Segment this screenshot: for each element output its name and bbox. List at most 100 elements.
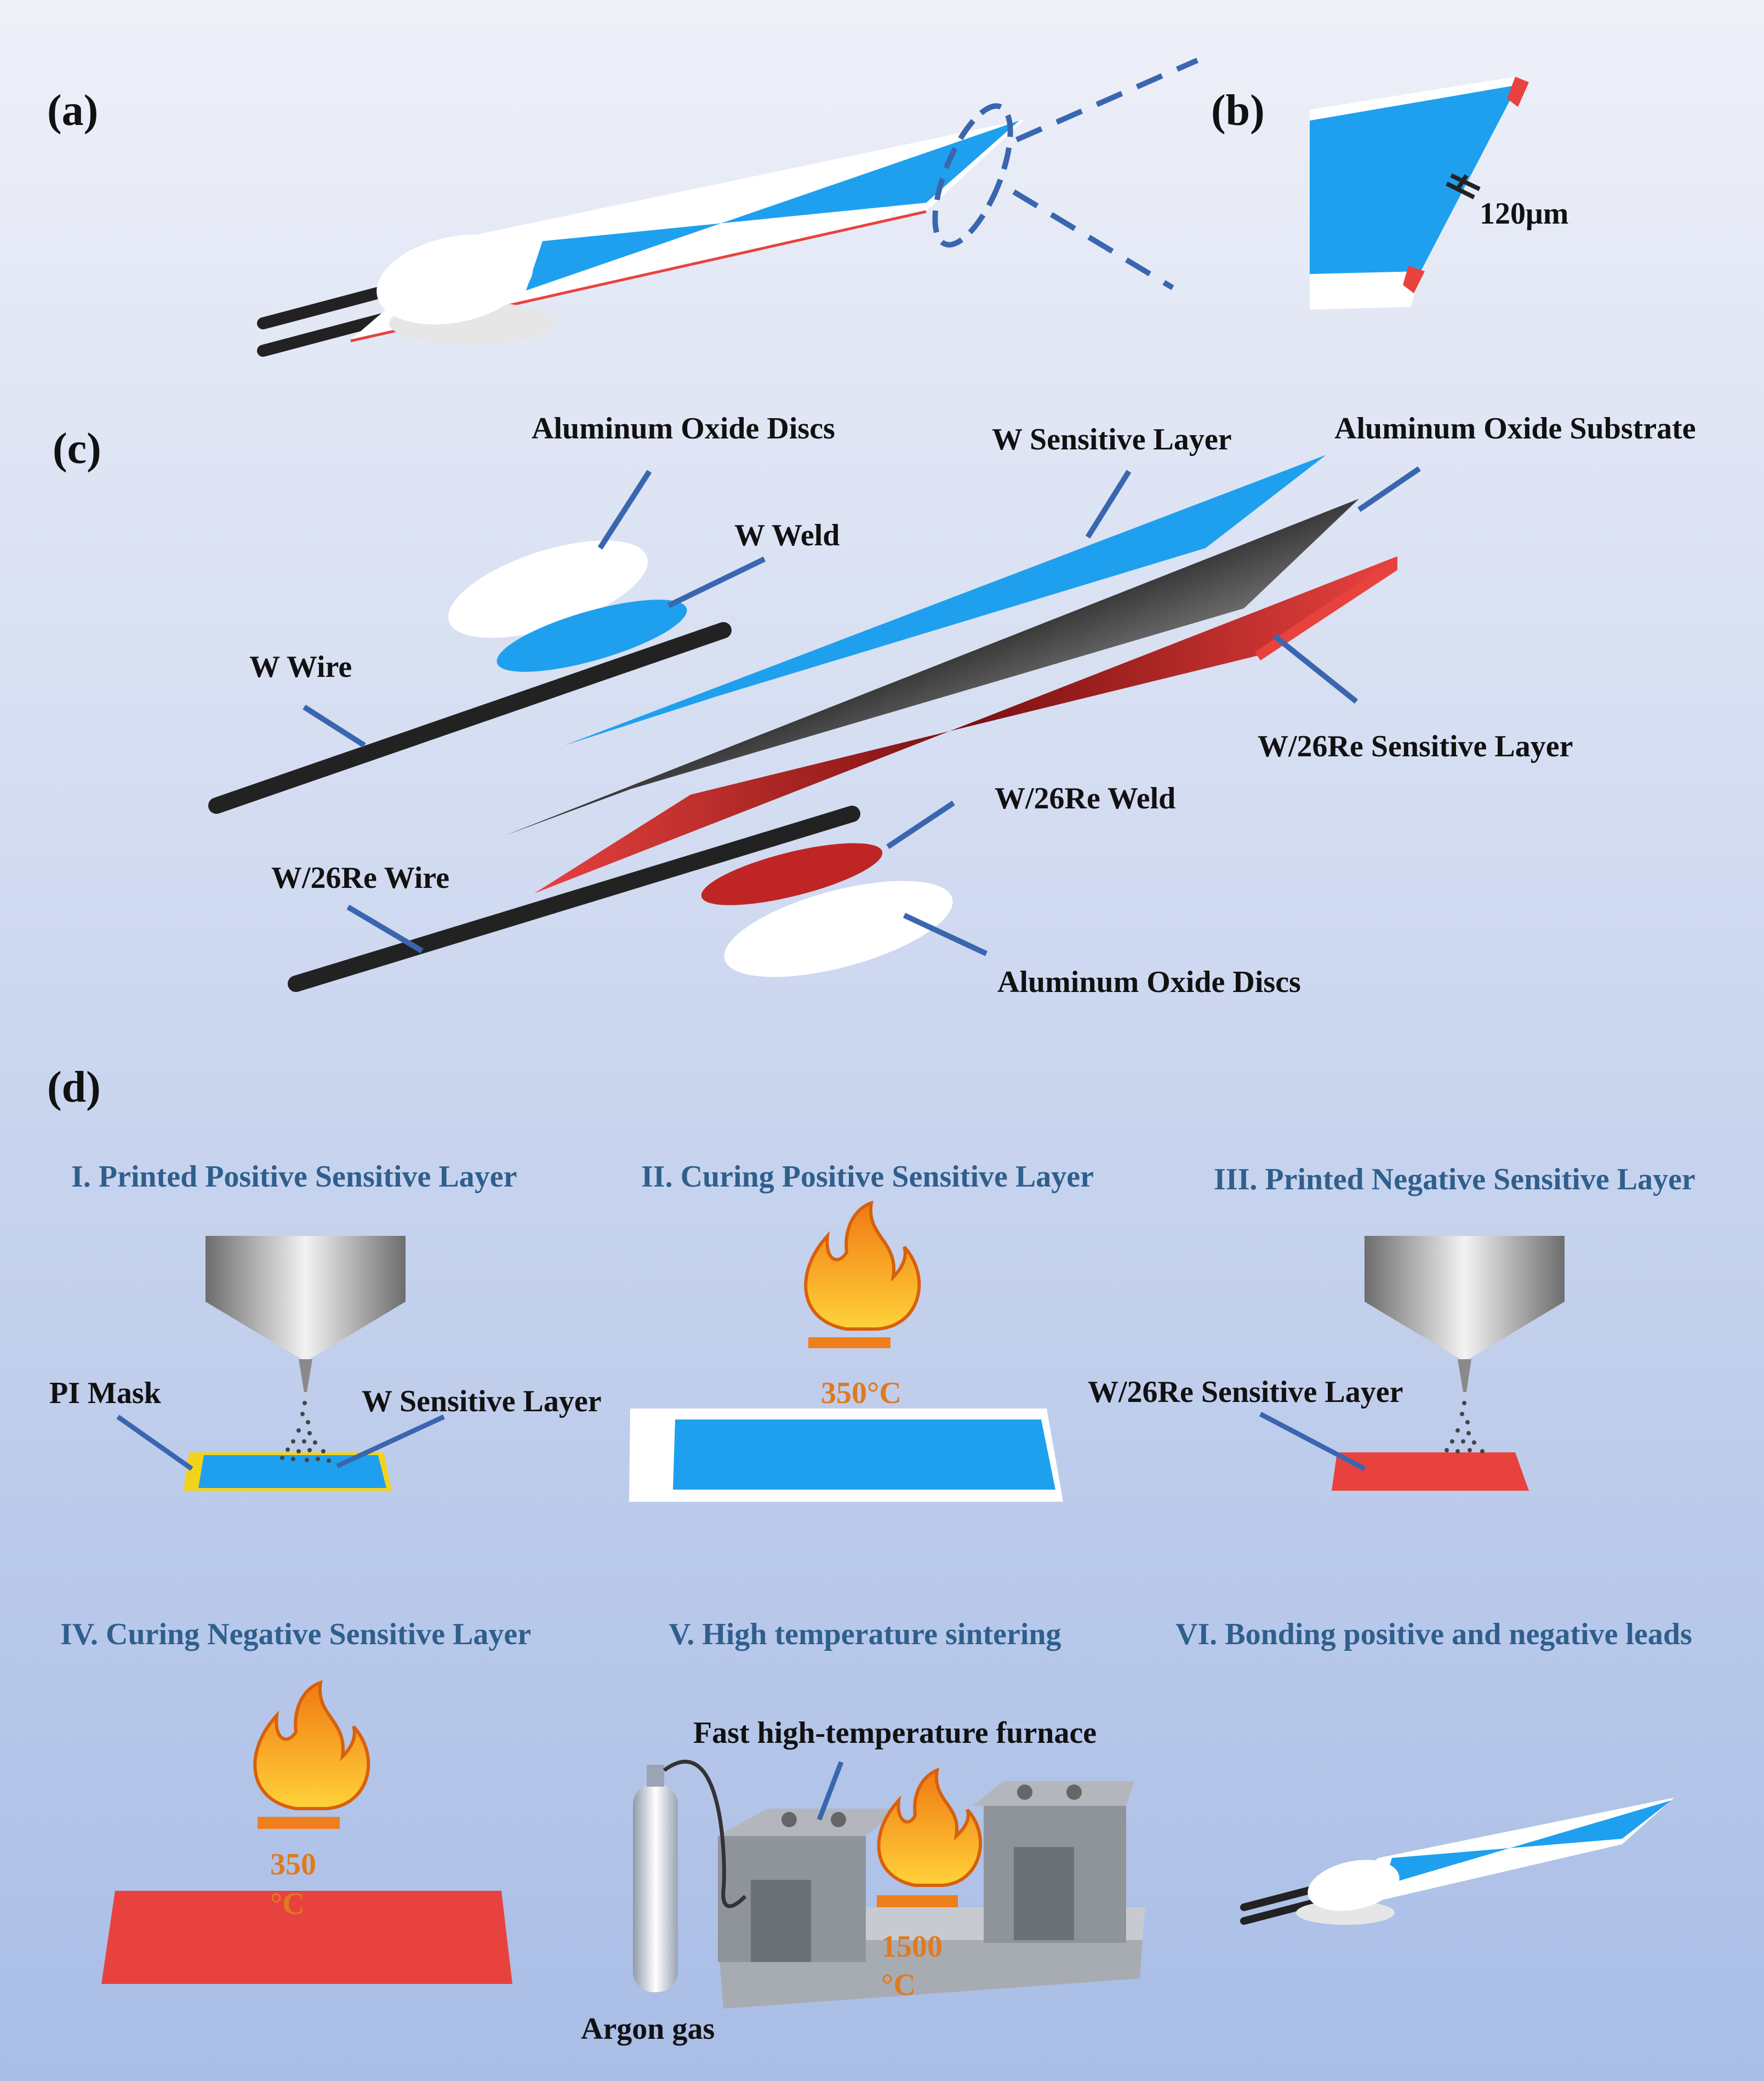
nozzle-needle <box>299 1359 312 1392</box>
step-3-illustration: W/26Re Sensitive Layer <box>1088 1236 1565 1491</box>
label-w-weld: W Weld <box>734 518 840 552</box>
step-4-temp-unit: °C <box>270 1887 305 1921</box>
substrate <box>504 499 1359 836</box>
red-edge-top <box>1507 77 1529 107</box>
step-4-temp-value: 350 <box>270 1848 316 1882</box>
leader-line <box>817 1761 844 1821</box>
w-wire <box>208 622 732 814</box>
leader-line <box>336 1414 445 1469</box>
step-4-illustration: 350 °C <box>101 1680 512 1984</box>
step-5-temp-unit: °C <box>881 1968 916 2002</box>
argon-cylinder <box>633 1784 678 1992</box>
nozzle-needle <box>1458 1359 1471 1392</box>
leader-line <box>597 470 652 550</box>
leader-line <box>1272 634 1358 704</box>
w-sensitive-layer <box>526 121 1019 290</box>
wre-wire <box>288 806 860 992</box>
furnace-block-left-opening <box>751 1880 811 1962</box>
thickness-marker <box>1446 173 1481 199</box>
furnace-block-left-top <box>718 1809 899 1836</box>
leader-line <box>1357 466 1421 512</box>
w-sensitive-layer <box>1384 1800 1671 1885</box>
leader-line <box>903 913 988 956</box>
alumina-disc <box>1308 1860 1400 1911</box>
step-6-title: VI. Bonding positive and negative leads <box>1175 1617 1692 1651</box>
flame-icon <box>877 1768 982 1887</box>
label-w-wire: W Wire <box>249 650 352 684</box>
zoom-line <box>1015 58 1199 142</box>
substrate-white-top <box>1310 77 1515 123</box>
label-furnace: Fast high-temperature furnace <box>693 1716 1097 1750</box>
thickness-label: 120μm <box>1480 197 1568 231</box>
step-2-temp: 350°C <box>821 1376 901 1410</box>
leader-line <box>302 704 366 748</box>
step-1-illustration: PI Mask W Sensitive Layer <box>49 1236 602 1491</box>
nozzle-tip <box>205 1302 406 1359</box>
wre-layer-edge <box>1255 556 1397 660</box>
zoomed-edge-b: 120μm <box>1310 77 1568 310</box>
label-wre-weld: W/26Re Weld <box>995 782 1175 816</box>
gas-hose <box>663 1759 747 1908</box>
furnace-block-right-opening <box>1014 1847 1074 1940</box>
wre-sensitive-layer <box>101 1891 512 1984</box>
w-weld <box>496 600 687 672</box>
step-3-title: III. Printed Negative Sensitive Layer <box>1214 1162 1696 1196</box>
w-sensitive-layer <box>564 455 1326 745</box>
label-w-sensitive: W Sensitive Layer <box>992 423 1232 457</box>
label-w-sensitive-step1: W Sensitive Layer <box>362 1384 602 1418</box>
label-wre-sensitive-step3: W/26Re Sensitive Layer <box>1088 1375 1403 1409</box>
bolts <box>781 1784 1082 1827</box>
leader-line <box>346 904 424 954</box>
alumina-disc-bottom <box>724 881 953 977</box>
ink-spray <box>280 1401 331 1463</box>
zoom-line <box>1012 189 1174 290</box>
step-5-illustration: 1500 °C Fast high-temperature furnace Ar… <box>581 1716 1145 2046</box>
alumina-disc <box>376 234 533 325</box>
red-edge-bottom <box>1403 266 1425 293</box>
panel-d-label: (d) <box>47 1063 101 1111</box>
exploded-view-c: Aluminum Oxide Discs W Sensitive Layer A… <box>208 412 1696 999</box>
step-6-illustration <box>1240 1798 1674 1925</box>
flame-icon <box>804 1200 921 1331</box>
label-wre-sensitive: W/26Re Sensitive Layer <box>1258 729 1573 763</box>
leader-line <box>116 1415 193 1471</box>
heater-bar <box>808 1337 890 1348</box>
step-5-temp-value: 1500 <box>881 1930 943 1964</box>
ink-spray <box>1445 1401 1485 1453</box>
label-pi-mask: PI Mask <box>49 1376 162 1410</box>
panel-b-label: (b) <box>1211 87 1265 135</box>
label-argon: Argon gas <box>581 2012 715 2046</box>
label-wre-wire: W/26Re Wire <box>271 861 449 895</box>
wre-sensitive-layer <box>1332 1452 1529 1491</box>
nozzle-tip <box>1365 1302 1565 1359</box>
leader-line <box>1085 470 1132 539</box>
step-1-title: I. Printed Positive Sensitive Layer <box>71 1160 517 1194</box>
step-5-title: V. High temperature sintering <box>669 1617 1061 1651</box>
flame-icon <box>253 1680 370 1810</box>
assembled-sensor-a <box>257 58 1199 357</box>
panel-a-label: (a) <box>47 87 98 135</box>
w-sensitive-layer <box>673 1419 1055 1490</box>
cylinder-valve <box>647 1765 664 1787</box>
step-2-title: II. Curing Positive Sensitive Layer <box>641 1160 1094 1194</box>
panel-c-label: (c) <box>53 425 101 473</box>
furnace-block-right-top <box>973 1781 1134 1806</box>
heater-bar <box>258 1817 340 1829</box>
label-discs-bottom: Aluminum Oxide Discs <box>997 965 1301 999</box>
w-sensitive-layer <box>1310 85 1518 277</box>
step-4-title: IV. Curing Negative Sensitive Layer <box>60 1617 531 1651</box>
leader-line <box>886 800 955 849</box>
substrate-white-bottom <box>1310 271 1419 310</box>
wre-sensitive-layer <box>534 556 1397 893</box>
alumina-disc-top <box>448 540 648 638</box>
nozzle-body <box>1365 1236 1565 1302</box>
step-2-illustration: 350°C <box>629 1200 1063 1502</box>
zoom-ellipse <box>932 103 1013 248</box>
label-substrate: Aluminum Oxide Substrate <box>1334 412 1696 446</box>
leader-line <box>667 556 766 608</box>
nozzle-body <box>205 1236 406 1302</box>
label-discs-top: Aluminum Oxide Discs <box>532 412 835 446</box>
heater-bar <box>877 1895 958 1907</box>
leader-line <box>1259 1412 1366 1471</box>
